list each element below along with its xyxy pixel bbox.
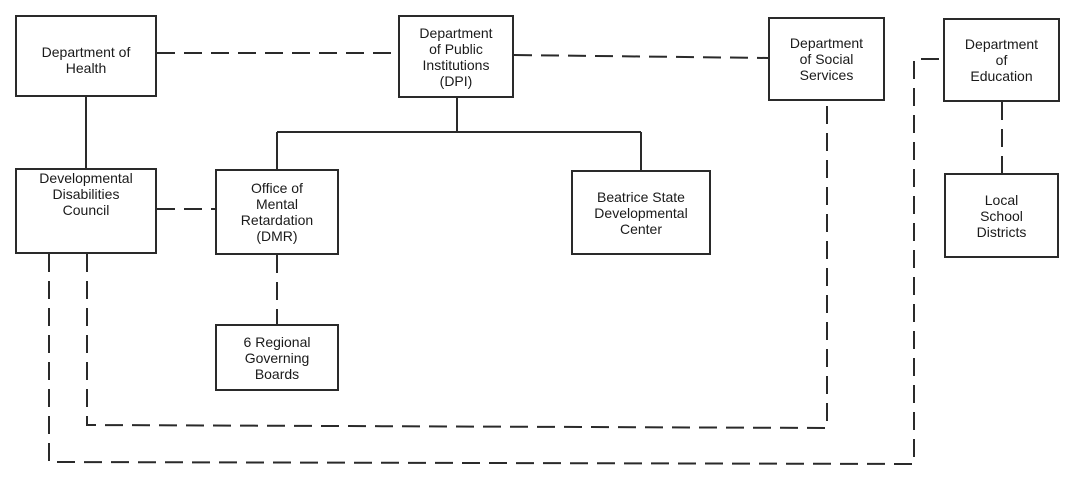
beatrice-state-developmental-center-box: Beatrice State Developmental Center: [571, 170, 711, 255]
regional-governing-boards-box: 6 Regional Governing Boards: [215, 324, 339, 391]
beatrice-state-developmental-center-label: Beatrice State Developmental Center: [594, 188, 688, 237]
department-of-social-services-label: Department of Social Services: [789, 35, 864, 83]
office-of-mental-retardation-label: Office of Mental Retardation (DMR): [240, 180, 314, 244]
developmental-disabilities-council-label: Developmental Disabilities Council: [39, 170, 133, 218]
department-of-health-label: Department of Health: [41, 43, 131, 76]
department-of-social-services-box: Department of Social Services: [768, 17, 885, 101]
department-of-public-institutions-box: Department of Public Institutions (DPI): [398, 15, 514, 98]
dashed-line-dpi-to-social: [513, 54, 769, 59]
regional-governing-boards-label: 6 Regional Governing Boards: [243, 333, 311, 382]
department-of-education-box: Department of Education: [943, 18, 1060, 102]
department-of-education-label: Department of Education: [964, 36, 1039, 84]
dashed-loop-ddc-to-education: [48, 58, 943, 466]
department-of-public-institutions-label: Department of Public Institutions (DPI): [419, 24, 493, 89]
local-school-districts-box: Local School Districts: [944, 173, 1059, 258]
dashed-loop-ddc-to-social: [86, 101, 828, 430]
department-of-health-box: Department of Health: [15, 15, 157, 97]
office-of-mental-retardation-box: Office of Mental Retardation (DMR): [215, 169, 339, 255]
developmental-disabilities-council-box: Developmental Disabilities Council: [15, 168, 157, 254]
local-school-districts-label: Local School Districts: [976, 191, 1027, 240]
